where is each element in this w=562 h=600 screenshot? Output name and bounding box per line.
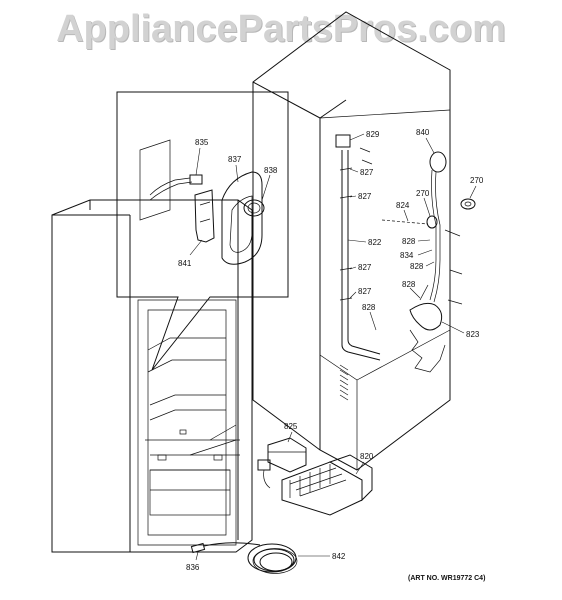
callout-834: 834 xyxy=(400,251,414,260)
callout-836: 836 xyxy=(186,563,200,572)
callout-841: 841 xyxy=(178,259,192,268)
art-number: (ART NO. WR19772 C4) xyxy=(408,575,485,582)
callout-827-d: 827 xyxy=(358,287,372,296)
water-line-coil xyxy=(190,542,330,574)
callout-827-c: 827 xyxy=(358,263,372,272)
callout-837: 837 xyxy=(228,155,242,164)
callout-823: 823 xyxy=(466,330,480,339)
callout-835: 835 xyxy=(195,138,209,147)
callout-827-a: 827 xyxy=(360,168,374,177)
callout-822: 822 xyxy=(368,238,382,247)
callout-270-a: 270 xyxy=(416,189,430,198)
ice-maker-assembly xyxy=(257,431,373,516)
vent-grille xyxy=(339,364,349,401)
callout-820: 820 xyxy=(360,452,374,461)
fridge-cabinet-rear xyxy=(252,11,465,471)
callout-labels: 835 837 838 841 829 840 827 827 270 270 … xyxy=(178,128,485,582)
detail-inset xyxy=(116,91,289,371)
callout-828-c: 828 xyxy=(402,280,416,289)
fridge-cabinet-front xyxy=(51,199,253,553)
part-270-detached xyxy=(460,185,477,210)
callout-828-b: 828 xyxy=(410,262,424,271)
callout-824: 824 xyxy=(396,201,410,210)
callout-828-a: 828 xyxy=(402,237,416,246)
callout-270-b: 270 xyxy=(470,176,484,185)
callout-842: 842 xyxy=(332,552,346,561)
callout-825: 825 xyxy=(284,422,298,431)
callout-840: 840 xyxy=(416,128,430,137)
callout-829: 829 xyxy=(366,130,380,139)
callout-827-b: 827 xyxy=(358,192,372,201)
callout-828-d: 828 xyxy=(362,303,376,312)
callout-838: 838 xyxy=(264,166,278,175)
watermark-text: AppliancePartsPros.com xyxy=(56,8,506,50)
